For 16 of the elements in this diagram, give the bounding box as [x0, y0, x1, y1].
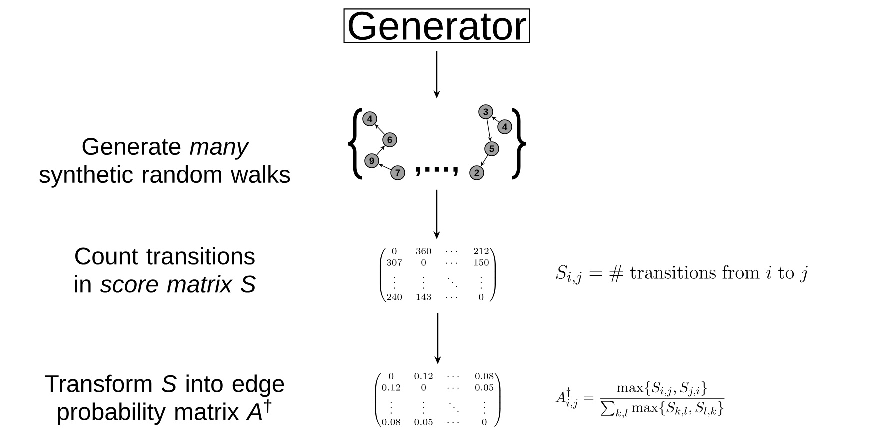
- walk-vertex: 7: [390, 166, 406, 180]
- walk-vertex: 3: [478, 104, 494, 120]
- step-description: Transform S into edge probability matrix A$^{†}$: [45, 374, 284, 426]
- matrix: $\begin{pmatrix}0 & 0.12 & \cdots & 0.08\\ 0.12 & 0 & \cdots & 0.05\\ \vdots & \vdots & \ddots & \vdots\\ 0.08 & 0.05 & \cdots & 0\end{pmatrix}$: [375, 373, 501, 427]
- formula: $S_{i,j} = \#\ \mathrm{transitions\ from}\ i\ \mathrm{to}\ j$: [556, 265, 808, 285]
- walk-vertex: 9: [364, 154, 380, 168]
- matrix: $\begin{pmatrix}0 & 360 & \cdots & 212\\ 307 & 0 & \cdots & 150\\ \vdots & \vdots & \ddots & \vdots\\ 240 & 143 & \cdots & 0\end{pmatrix}$: [380, 248, 496, 302]
- walk-vertex: 2: [470, 166, 484, 180]
- walk-vertex: 4: [498, 120, 512, 134]
- walk-vertex: 4: [362, 112, 378, 126]
- walk-vertex: 5: [484, 142, 500, 156]
- step-description: Count transitions in score matrix S: [75, 247, 256, 293]
- walk-vertex: 6: [382, 132, 398, 148]
- formula: $A^{\dagger}_{i,j} = \frac{\max\{S_{i,j},S_{j,i}\}}{\sum_{k,l}\max\{S_{k,l},S_{l,k}\}}$: [556, 381, 725, 419]
- title-box: Generator: [344, 8, 530, 44]
- step-description: Generate many synthetic random walks: [40, 138, 290, 188]
